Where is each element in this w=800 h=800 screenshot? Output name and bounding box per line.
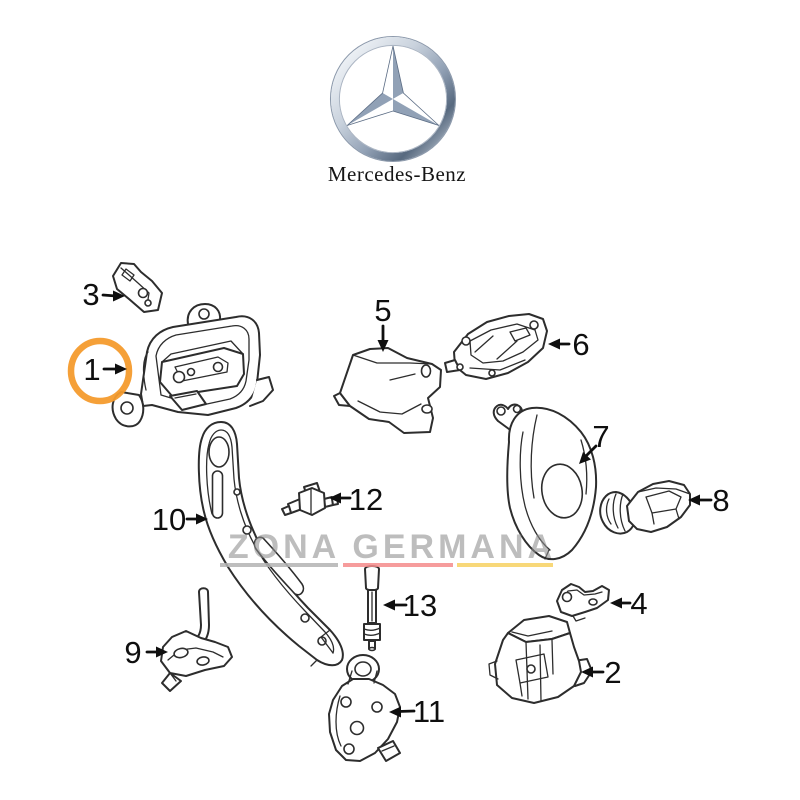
watermark: ZONA GERMANA xyxy=(220,528,556,567)
callout-labels: 1 2 3 4 5 6 7 8 9 10 11 12 13 xyxy=(82,277,729,729)
part-6-drawing xyxy=(444,313,548,380)
callout-6: 6 xyxy=(572,327,589,362)
arrow-2 xyxy=(581,666,605,678)
arrow-9 xyxy=(145,646,168,658)
arrow-12 xyxy=(329,492,352,504)
arrow-7 xyxy=(579,444,598,464)
brand-wordmark: Mercedes-Benz xyxy=(328,162,466,186)
part-8-drawing xyxy=(599,480,691,535)
arrow-10 xyxy=(185,513,208,525)
part-1-drawing xyxy=(111,303,274,428)
callout-13: 13 xyxy=(403,588,437,623)
highlight-circle xyxy=(67,337,133,405)
arrow-6 xyxy=(548,338,571,350)
arrow-13 xyxy=(383,599,408,611)
watermark-underline-red xyxy=(343,563,453,567)
part-4-drawing xyxy=(556,583,610,622)
part-5-drawing xyxy=(333,347,442,434)
part-2-drawing xyxy=(488,615,593,704)
watermark-text: ZONA GERMANA xyxy=(228,528,556,566)
callout-11: 11 xyxy=(413,694,445,729)
callout-12: 12 xyxy=(349,482,383,517)
mercedes-logo: Mercedes-Benz xyxy=(328,35,466,186)
logo-ring-inner-edge xyxy=(338,44,448,154)
arrow-5 xyxy=(377,324,389,352)
mercedes-star-icon xyxy=(346,45,440,126)
callout-10: 10 xyxy=(152,502,186,537)
arrow-11 xyxy=(389,706,416,718)
callout-9: 9 xyxy=(124,635,141,670)
callout-4: 4 xyxy=(630,586,647,621)
callout-5: 5 xyxy=(374,293,391,328)
part-12-drawing xyxy=(281,482,339,516)
part-7-drawing xyxy=(492,403,598,561)
arrow-4 xyxy=(610,597,632,609)
callout-3: 3 xyxy=(82,277,99,312)
part-11-drawing xyxy=(328,654,401,762)
callout-7: 7 xyxy=(592,419,609,454)
callout-8: 8 xyxy=(712,483,729,518)
part-9-drawing xyxy=(160,587,233,692)
part-13-drawing xyxy=(363,565,381,652)
arrow-1 xyxy=(102,363,127,375)
arrow-8 xyxy=(688,494,713,506)
watermark-underline-gray xyxy=(220,563,338,567)
watermark-underline-yellow xyxy=(457,563,553,567)
callout-arrows xyxy=(101,290,713,718)
callout-1: 1 xyxy=(83,352,100,387)
part-3-drawing xyxy=(112,262,163,313)
callout-2: 2 xyxy=(604,655,621,690)
arrow-3 xyxy=(101,290,125,302)
